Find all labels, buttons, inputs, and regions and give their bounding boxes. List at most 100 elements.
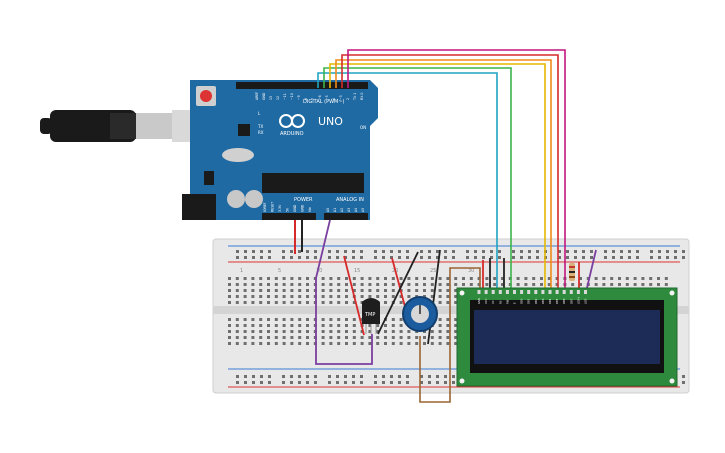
breadboard-hole[interactable] <box>337 289 341 292</box>
breadboard-hole[interactable] <box>228 289 231 292</box>
breadboard-hole[interactable] <box>368 283 372 286</box>
breadboard-hole[interactable] <box>399 283 403 286</box>
breadboard-hole[interactable] <box>298 381 301 384</box>
temperature-sensor[interactable]: TMP <box>362 298 380 334</box>
breadboard-hole[interactable] <box>604 256 607 259</box>
breadboard-hole[interactable] <box>282 330 286 333</box>
wire-red-data[interactable] <box>341 54 559 292</box>
breadboard-hole[interactable] <box>235 330 239 333</box>
breadboard-hole[interactable] <box>446 342 450 345</box>
breadboard-hole[interactable] <box>251 324 255 327</box>
breadboard-hole[interactable] <box>454 330 458 333</box>
breadboard-hole[interactable] <box>446 289 450 292</box>
breadboard-hole[interactable] <box>446 277 450 280</box>
breadboard-hole[interactable] <box>423 342 426 345</box>
breadboard-hole[interactable] <box>682 381 685 384</box>
breadboard-hole[interactable] <box>390 375 393 378</box>
breadboard-hole[interactable] <box>423 277 426 280</box>
breadboard-hole[interactable] <box>682 375 685 378</box>
breadboard-hole[interactable] <box>590 256 593 259</box>
breadboard-hole[interactable] <box>376 289 380 292</box>
breadboard-hole[interactable] <box>282 250 285 253</box>
wire-magenta[interactable] <box>347 49 566 292</box>
lcd-pin[interactable] <box>520 290 524 294</box>
breadboard-hole[interactable] <box>407 336 411 339</box>
lcd-pin[interactable] <box>491 290 495 294</box>
breadboard-hole[interactable] <box>582 256 585 259</box>
lcd-pin[interactable] <box>555 290 559 294</box>
breadboard-hole[interactable] <box>594 283 598 286</box>
breadboard-hole[interactable] <box>446 301 450 304</box>
breadboard-hole[interactable] <box>376 295 380 298</box>
breadboard-hole[interactable] <box>384 330 387 333</box>
breadboard-hole[interactable] <box>390 381 393 384</box>
breadboard-hole[interactable] <box>252 250 255 253</box>
breadboard-hole[interactable] <box>228 342 231 345</box>
breadboard-hole[interactable] <box>252 375 255 378</box>
breadboard-hole[interactable] <box>454 342 458 345</box>
breadboard-hole[interactable] <box>469 283 473 286</box>
breadboard-hole[interactable] <box>259 324 263 327</box>
wire-cyan[interactable] <box>317 72 498 292</box>
breadboard-hole[interactable] <box>290 318 294 321</box>
breadboard-hole[interactable] <box>314 375 317 378</box>
breadboard-hole[interactable] <box>268 250 271 253</box>
breadboard-hole[interactable] <box>259 342 263 345</box>
breadboard-hole[interactable] <box>282 381 285 384</box>
breadboard-hole[interactable] <box>268 381 271 384</box>
lcd-pin[interactable] <box>569 290 573 294</box>
breadboard-hole[interactable] <box>360 336 364 339</box>
breadboard-hole[interactable] <box>462 283 465 286</box>
breadboard-hole[interactable] <box>336 256 339 259</box>
breadboard-hole[interactable] <box>244 381 247 384</box>
breadboard-hole[interactable] <box>406 256 409 259</box>
breadboard-hole[interactable] <box>528 256 531 259</box>
breadboard-hole[interactable] <box>267 289 270 292</box>
breadboard-hole[interactable] <box>454 336 458 339</box>
breadboard-hole[interactable] <box>251 342 255 345</box>
breadboard-hole[interactable] <box>516 277 520 280</box>
breadboard-hole[interactable] <box>430 342 434 345</box>
breadboard-hole[interactable] <box>298 283 302 286</box>
breadboard-hole[interactable] <box>382 250 385 253</box>
breadboard-hole[interactable] <box>352 250 355 253</box>
breadboard-hole[interactable] <box>482 256 485 259</box>
breadboard-hole[interactable] <box>384 295 387 298</box>
breadboard-hole[interactable] <box>382 381 385 384</box>
breadboard-hole[interactable] <box>274 289 278 292</box>
breadboard-hole[interactable] <box>337 295 341 298</box>
breadboard-hole[interactable] <box>579 277 582 280</box>
breadboard-hole[interactable] <box>235 283 239 286</box>
breadboard-hole[interactable] <box>657 277 660 280</box>
breadboard-hole[interactable] <box>368 336 372 339</box>
breadboard-hole[interactable] <box>368 277 372 280</box>
breadboard-hole[interactable] <box>438 283 442 286</box>
breadboard-hole[interactable] <box>540 277 543 280</box>
breadboard-hole[interactable] <box>360 277 364 280</box>
breadboard-hole[interactable] <box>574 250 577 253</box>
wire-sensor-gnd[interactable] <box>377 251 419 335</box>
breadboard-hole[interactable] <box>298 289 302 292</box>
breadboard-hole[interactable] <box>446 324 450 327</box>
breadboard-hole[interactable] <box>267 277 270 280</box>
breadboard-hole[interactable] <box>399 336 403 339</box>
breadboard-hole[interactable] <box>282 301 286 304</box>
breadboard-hole[interactable] <box>259 277 263 280</box>
breadboard-hole[interactable] <box>244 375 247 378</box>
breadboard-hole[interactable] <box>382 375 385 378</box>
breadboard-hole[interactable] <box>352 324 356 327</box>
breadboard-hole[interactable] <box>454 277 458 280</box>
breadboard-hole[interactable] <box>446 283 450 286</box>
breadboard-hole[interactable] <box>436 256 439 259</box>
breadboard-hole[interactable] <box>314 250 317 253</box>
breadboard-hole[interactable] <box>290 256 293 259</box>
breadboard-hole[interactable] <box>321 283 325 286</box>
breadboard-hole[interactable] <box>454 324 458 327</box>
breadboard-hole[interactable] <box>438 324 442 327</box>
breadboard-hole[interactable] <box>452 375 455 378</box>
breadboard-hole[interactable] <box>228 336 231 339</box>
breadboard-hole[interactable] <box>268 375 271 378</box>
breadboard-hole[interactable] <box>360 295 364 298</box>
wire-lcd-led-minus[interactable] <box>585 249 597 293</box>
breadboard-hole[interactable] <box>260 256 263 259</box>
